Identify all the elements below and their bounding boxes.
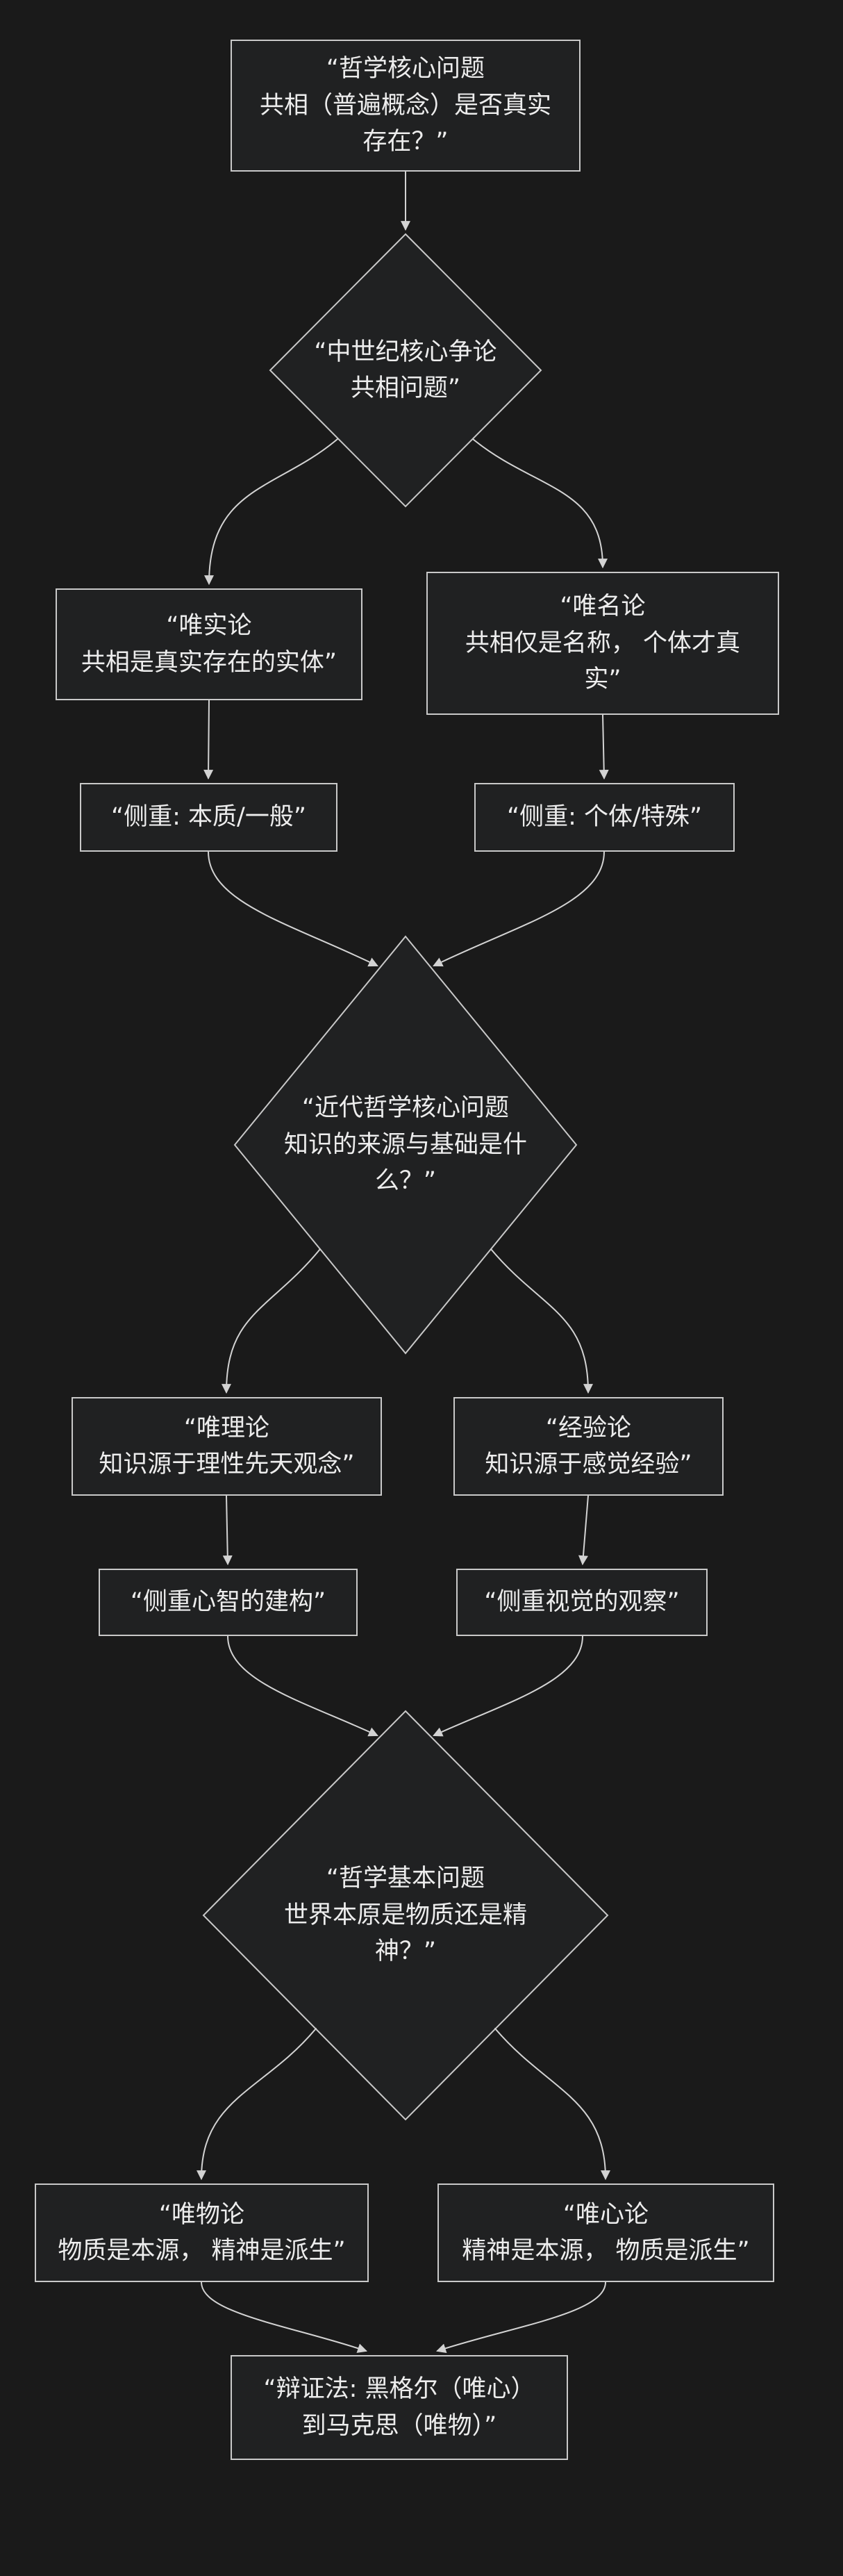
node-emphasis-visual-observation: “侧重视觉的观察”	[456, 1569, 708, 1636]
node-realism: “唯实论 共相是真实存在的实体”	[56, 588, 362, 700]
node-label: “近代哲学核心问题 知识的来源与基础是什 么？”	[283, 1094, 527, 1196]
node-label: “侧重心智的建构”	[130, 1588, 326, 1617]
edge-n-o	[436, 2281, 606, 2353]
node-label: “侧重视觉的观察”	[484, 1588, 680, 1617]
edge-f-g	[433, 851, 605, 967]
node-label: “侧重: 本质/一般”	[111, 803, 306, 832]
node-emphasis-individual-particular: “侧重: 个体/特殊”	[474, 783, 735, 852]
node-emphasis-essence-general: “侧重: 本质/一般”	[80, 783, 337, 852]
node-label: “中世纪核心争论 共相问题”	[314, 338, 497, 403]
node-label: “侧重: 个体/特殊”	[507, 803, 702, 832]
node-nominalism: “唯名论 共相仅是名称， 个体才真 实”	[426, 572, 779, 715]
node-label: “唯物论 物质是本源， 精神是派生”	[58, 2200, 346, 2265]
node-label: “辩证法: 黑格尔（唯心） 到马克思（唯物）”	[263, 2375, 535, 2440]
node-materialism: “唯物论 物质是本源， 精神是派生”	[35, 2183, 369, 2282]
diamond-medieval-debate: “中世纪核心争论 共相问题”	[253, 308, 558, 433]
node-rationalism: “唯理论 知识源于理性先天观念”	[72, 1397, 382, 1496]
edge-g-i	[490, 1248, 593, 1394]
node-empiricism: “经验论 知识源于感觉经验”	[453, 1397, 724, 1496]
edge-m-o	[201, 2281, 367, 2353]
diamond-basic-question: “哲学基本问题 世界本原是物质还是精 神？”	[246, 1839, 565, 1992]
edge-e-g	[208, 851, 378, 967]
node-label: “唯实论 共相是真实存在的实体”	[81, 612, 337, 677]
diamond-shape-basic-question	[202, 1710, 609, 2121]
edge-b-d	[472, 438, 608, 569]
node-label: “唯心论 精神是本源， 物质是派生”	[462, 2200, 750, 2265]
edge-g-h	[222, 1248, 321, 1394]
node-dialectics: “辩证法: 黑格尔（唯心） 到马克思（唯物）”	[231, 2355, 568, 2460]
node-philosophy-core-question: “哲学核心问题 共相（普遍概念）是否真实 存在？”	[231, 40, 581, 172]
node-label: “唯理论 知识源于理性先天观念”	[99, 1414, 355, 1479]
edge-j-l	[227, 1635, 378, 1737]
node-label: “哲学基本问题 世界本原是物质还是精 神？”	[283, 1865, 527, 1966]
node-idealism: “唯心论 精神是本源， 物质是派生”	[437, 2183, 774, 2282]
edge-c-e	[203, 700, 214, 780]
node-label: “唯名论 共相仅是名称， 个体才真 实”	[465, 593, 741, 694]
node-emphasis-mind-construction: “侧重心智的建构”	[99, 1569, 358, 1636]
edge-i-k	[578, 1495, 589, 1566]
diamond-modern-philosophy-question: “近代哲学核心问题 知识的来源与基础是什 么？”	[246, 1068, 565, 1221]
edge-b-c	[204, 438, 338, 586]
edge-l-n	[494, 2028, 610, 2181]
edge-d-f	[599, 714, 609, 780]
edge-l-m	[197, 2028, 317, 2181]
edge-h-j	[222, 1495, 233, 1566]
node-label: “经验论 知识源于感觉经验”	[485, 1414, 692, 1479]
node-label: “哲学核心问题 共相（普遍概念）是否真实 存在？”	[259, 55, 551, 156]
diamond-shape-medieval-debate	[269, 233, 542, 508]
edge-k-l	[433, 1635, 583, 1737]
